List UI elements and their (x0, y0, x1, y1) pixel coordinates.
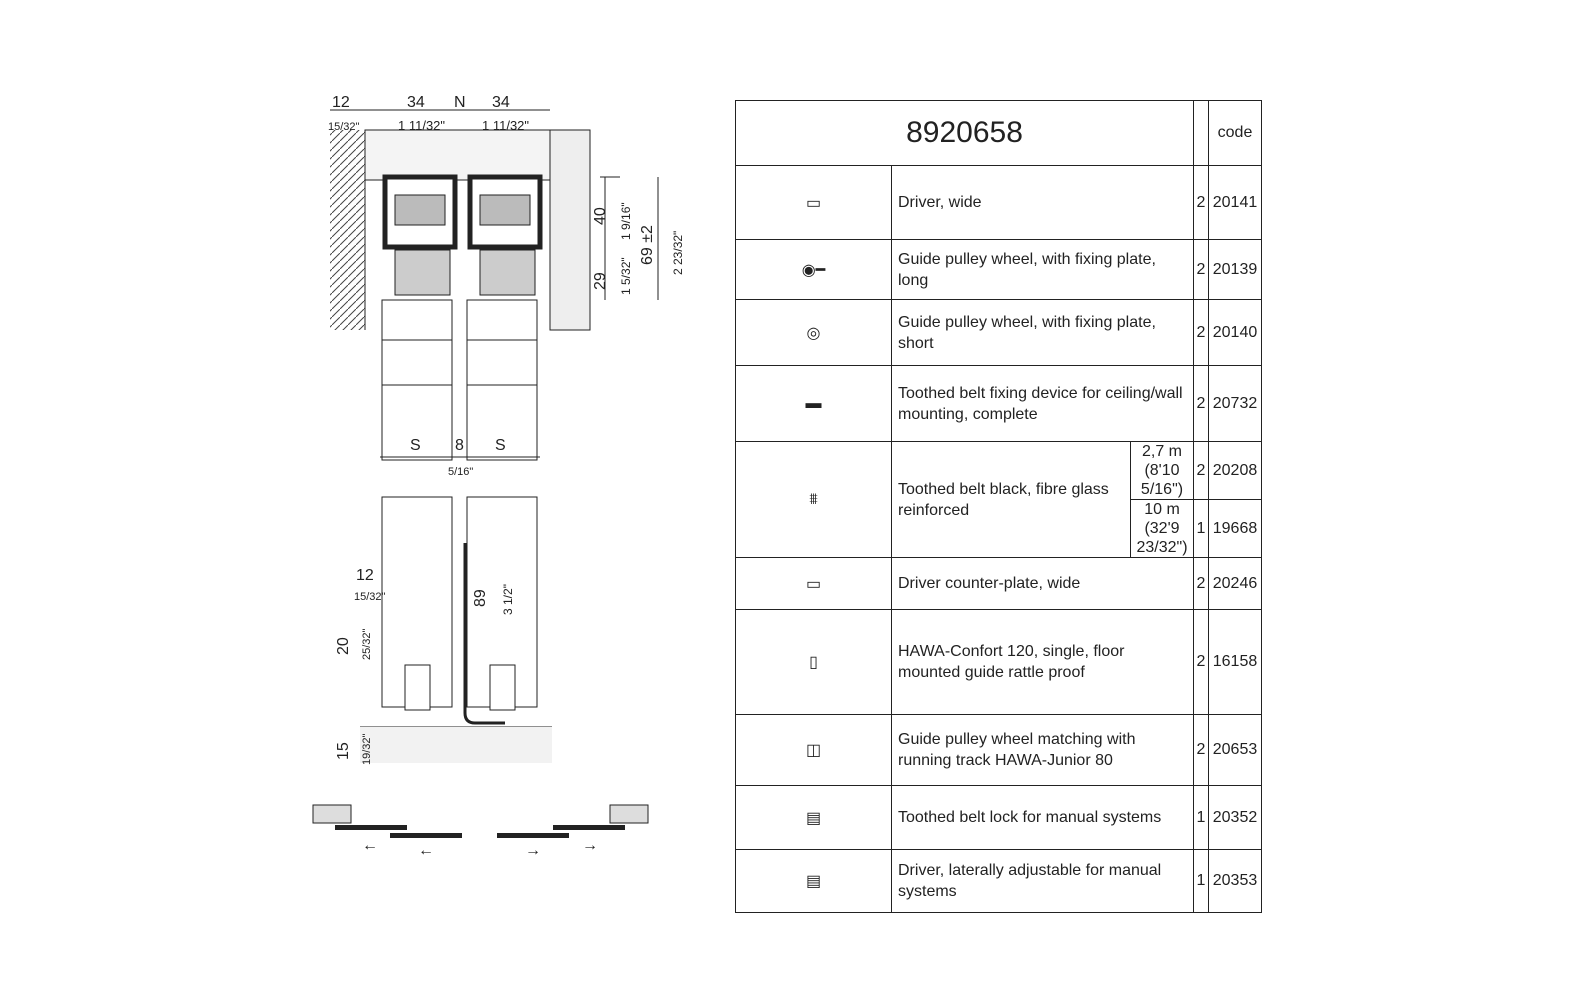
dim-label: 2 23/32" (671, 231, 685, 275)
floor-section-view (360, 496, 552, 763)
floor-guide-icon: ▯ (735, 609, 892, 715)
dim-label: 25/32" (361, 628, 373, 660)
dim-label: 34 (492, 94, 510, 111)
article-number: 8920658 (735, 100, 1194, 166)
guide-pulley-short-icon: ◎ (735, 299, 892, 366)
table-row: ⩩ Toothed belt black, fibre glass reinfo… (735, 441, 1262, 558)
dim-label: 1 11/32" (398, 118, 445, 133)
guide-pulley-junior-icon: ◫ (735, 714, 892, 786)
dim-label: 12 (356, 567, 374, 584)
opening-direction-diagram: ← ← → → (312, 804, 649, 859)
dim-label: 15/32" (328, 121, 360, 133)
dim-label: 15/32" (354, 591, 386, 603)
table-row: ◫ Guide pulley wheel matching with runni… (735, 714, 1262, 786)
dim-label: 12 (332, 94, 350, 111)
svg-text:→: → (582, 837, 598, 854)
table-row: ▤ Toothed belt lock for manual systems 1… (735, 785, 1262, 850)
guide-pulley-long-icon: ◉━ (735, 239, 892, 300)
dim-label: 29 (592, 272, 609, 290)
svg-text:←: ← (362, 837, 378, 854)
dim-label: 1 9/16" (619, 202, 633, 240)
dim-label: 1 5/32" (619, 257, 633, 295)
dim-label: 5/16" (448, 466, 473, 478)
svg-text:←: ← (418, 842, 434, 859)
dim-label: 69 ±2 (639, 225, 656, 265)
driver-adjustable-icon: ▤ (735, 849, 892, 913)
dim-label: 20 (335, 637, 352, 655)
table-row: ◎ Guide pulley wheel, with fixing plate,… (735, 299, 1262, 366)
table-header: 8920658 code (735, 100, 1262, 166)
dim-label: 40 (592, 207, 609, 225)
table-row: ◉━ Guide pulley wheel, with fixing plate… (735, 239, 1262, 300)
dim-label: 19/32" (361, 733, 373, 765)
driver-counter-plate-icon: ▭ (735, 557, 892, 610)
table-row: ▤ Driver, laterally adjustable for manua… (735, 849, 1262, 913)
technical-drawing: ← ← → → 12 34 N 34 15/32" 1 11/32" 1 11/32… (312, 94, 685, 859)
table-row: ▭ Driver, wide 2 20141 (735, 165, 1262, 240)
belt-fixing-device-icon: ▬ (735, 365, 892, 442)
dim-label: 8 (455, 437, 464, 454)
dim-label: 1 11/32" (482, 118, 529, 133)
dim-label: S (495, 437, 506, 454)
svg-text:→: → (525, 842, 541, 859)
dim-label: 89 (472, 589, 489, 607)
toothed-belt-icon: ⩩ (735, 441, 892, 558)
dim-label: 34 (407, 94, 425, 111)
code-header: code (1208, 100, 1262, 166)
table-row: ▬ Toothed belt fixing device for ceiling… (735, 365, 1262, 442)
dim-label: S (410, 437, 421, 454)
belt-lock-icon: ▤ (735, 785, 892, 850)
dim-label: 3 1/2" (501, 584, 515, 615)
dim-label: N (454, 94, 466, 111)
parts-table: 8920658 code ▭ Driver, wide 2 20141 ◉━ G… (735, 100, 1262, 913)
table-row: ▯ HAWA-Confort 120, single, floor mounte… (735, 609, 1262, 715)
table-row: 10 m(32'9 23/32") 1 19668 (736, 499, 1262, 558)
table-row: ▭ Driver counter-plate, wide 2 20246 (735, 557, 1262, 610)
driver-wide-icon: ▭ (735, 165, 892, 240)
dim-label: 15 (335, 742, 352, 760)
top-section-view (330, 109, 659, 461)
